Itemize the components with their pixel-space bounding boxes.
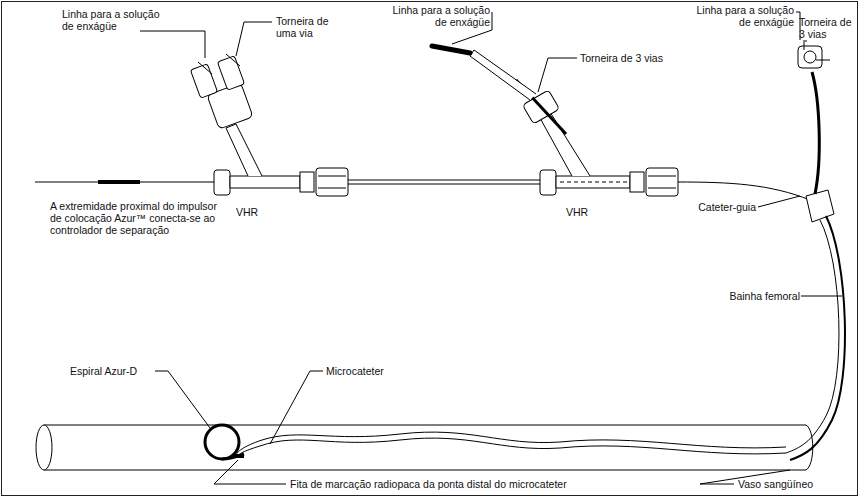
part-name: Cateter-guia: [680, 201, 756, 213]
part-name: Fita de marcação radiopaca da ponta dist…: [290, 478, 610, 490]
stopcock-label: Torneira de uma via: [276, 15, 346, 39]
flush-line-label: Linha para a solução de enxágüe: [378, 4, 490, 28]
stopcock-label: Torneira de 3 vias: [580, 52, 690, 64]
flush-line-label: Linha para a solução de enxágüe: [686, 4, 794, 28]
part-name: VHR: [236, 206, 276, 218]
pusher-note: A extremidade proximal do impulsor de co…: [50, 200, 220, 236]
part-name: Vaso sangüíneo: [738, 478, 848, 490]
part-name: VHR: [566, 206, 606, 218]
flush-line-label: Linha para a solução de enxágüe: [62, 8, 174, 32]
part-name: Microcateter: [326, 365, 406, 377]
part-name: Bainha femoral: [712, 290, 800, 302]
part-name: Espiral Azur-D: [70, 365, 154, 377]
stopcock-label: Torneira de 3 vias: [799, 16, 855, 40]
